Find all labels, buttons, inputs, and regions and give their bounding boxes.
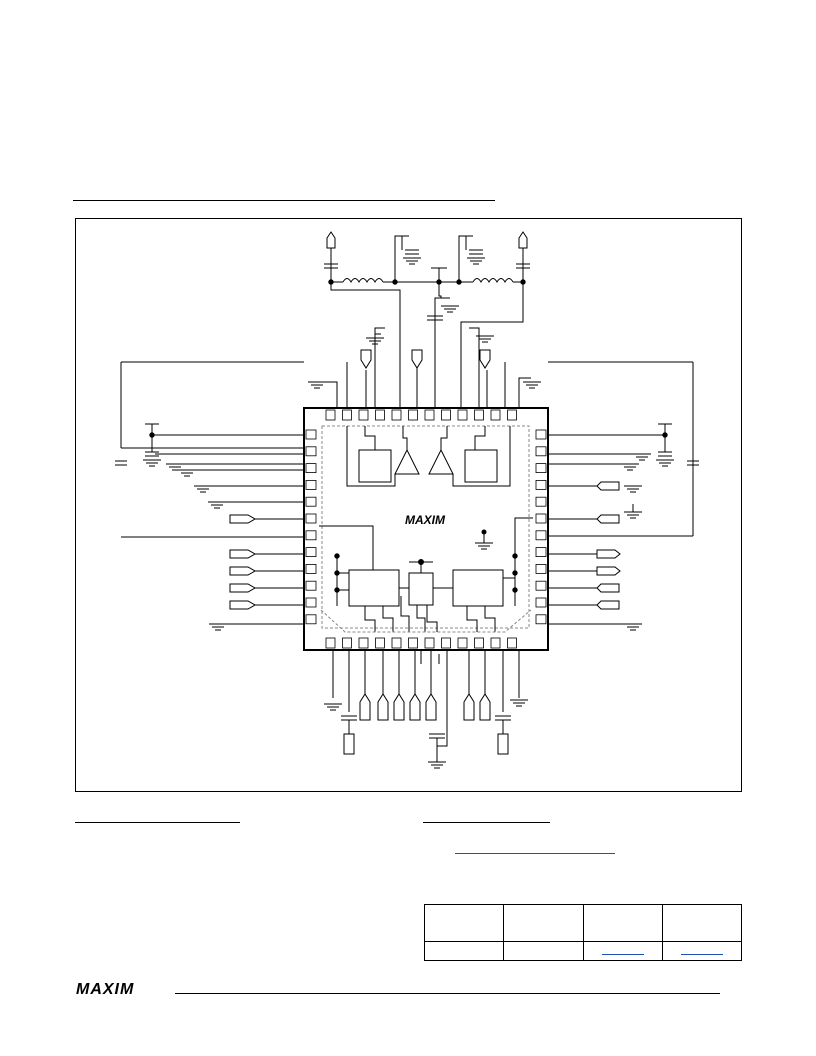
table-row (423, 941, 743, 961)
ic-exposed-pad-outline (321, 425, 530, 629)
pin-pad (535, 547, 547, 558)
pin-pad (424, 409, 435, 421)
pin-pad (457, 409, 468, 421)
pin-pad (535, 463, 547, 474)
left-adc-block (348, 569, 400, 607)
pin-pad (507, 409, 517, 421)
table-header-row (423, 904, 743, 942)
left-section-heading-rule (75, 822, 240, 823)
diagram-maxim-logo: MAXIM (405, 513, 446, 527)
pin-pad (441, 637, 451, 649)
pin-pad (305, 446, 317, 457)
pin-pad (408, 637, 418, 649)
table-header-cell (661, 904, 743, 942)
pin-pad (375, 409, 385, 421)
pin-pad (325, 637, 336, 649)
pin-pad (507, 637, 517, 649)
info-table (423, 904, 743, 961)
pin-pad (305, 513, 317, 524)
footer-maxim-logo: MAXIM (76, 981, 134, 996)
table-header-cell (423, 904, 505, 942)
left-io-connectors (229, 514, 257, 610)
center-control-block (408, 572, 434, 606)
pin-pad (535, 479, 547, 490)
left-pin-pads (305, 429, 317, 625)
pin-pad (358, 637, 369, 649)
pin-pad (305, 463, 317, 474)
pin-pad (305, 530, 317, 541)
footer-rule (175, 993, 720, 994)
right-adc-block (452, 569, 504, 607)
typical-application-circuit-frame (75, 218, 742, 792)
pin-pad (305, 547, 317, 558)
left-pll-block (358, 449, 392, 483)
footer-logo-text: MAXIM (76, 981, 134, 996)
pin-pad (474, 637, 484, 649)
pin-pad (305, 563, 317, 574)
table-link-underline[interactable] (601, 954, 644, 955)
pin-pad (474, 409, 484, 421)
right-lna-triangle (428, 448, 454, 475)
pin-pad (535, 530, 547, 541)
right-section-heading-rule (423, 822, 550, 823)
pin-pad (535, 429, 547, 440)
pin-pad (535, 614, 547, 625)
right-pin-pads (535, 429, 547, 625)
left-lna-triangle (394, 448, 420, 475)
ic-package-outline (303, 407, 549, 651)
right-pll-block (464, 449, 498, 483)
table-header-cell (503, 904, 584, 942)
pin-pad (535, 597, 547, 608)
pin-pad (391, 409, 402, 421)
pin-pad (375, 637, 385, 649)
pin-pad (358, 409, 369, 421)
pin-pad (535, 580, 547, 591)
table-cell[interactable] (582, 941, 663, 961)
pin-pad (325, 409, 336, 421)
pin-pad (305, 496, 317, 507)
pin-pad (305, 597, 317, 608)
hyperlink-underline[interactable] (455, 853, 615, 854)
table-header-cell (582, 904, 663, 942)
pin-pad (424, 637, 435, 649)
pin-pad (535, 446, 547, 457)
pin-pad (305, 614, 317, 625)
top-pin-pads (325, 409, 517, 421)
right-io-connectors (596, 481, 621, 610)
pin-pad (490, 409, 501, 421)
pin-pad (391, 637, 402, 649)
pin-pad (535, 513, 547, 524)
pin-pad (457, 637, 468, 649)
table-cell (423, 941, 505, 961)
section-heading-rule (73, 200, 495, 201)
typical-application-circuit-schematic: MAXIM (115, 231, 699, 769)
pin-pad (305, 479, 317, 490)
table-link-underline[interactable] (680, 954, 723, 955)
pin-pad (342, 637, 352, 649)
table-cell (503, 941, 584, 961)
pin-pad (535, 496, 547, 507)
pin-pad (490, 637, 501, 649)
bottom-pin-pads (325, 637, 517, 649)
pin-pad (342, 409, 352, 421)
table-cell[interactable] (661, 941, 743, 961)
pin-pad (408, 409, 418, 421)
pin-pad (305, 429, 317, 440)
pin-pad (441, 409, 451, 421)
pin-pad (305, 580, 317, 591)
pin-pad (535, 563, 547, 574)
